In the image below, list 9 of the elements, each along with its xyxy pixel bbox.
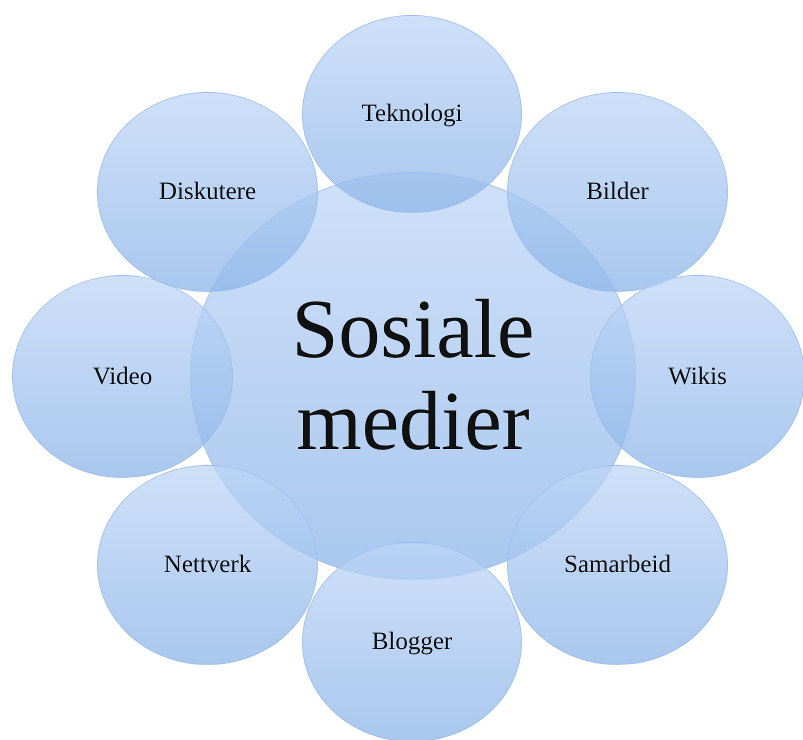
center-title: Sosiale medier	[290, 284, 536, 468]
topic-label: Bilder	[586, 178, 649, 206]
topic-label: Diskutere	[158, 178, 256, 206]
topic-label: Nettverk	[164, 551, 252, 579]
topic-label: Samarbeid	[564, 551, 671, 579]
topic-label: Wikis	[668, 362, 727, 390]
topic-label: Blogger	[372, 628, 452, 656]
topic-label: Teknologi	[361, 100, 462, 128]
topic-label: Video	[92, 362, 152, 390]
